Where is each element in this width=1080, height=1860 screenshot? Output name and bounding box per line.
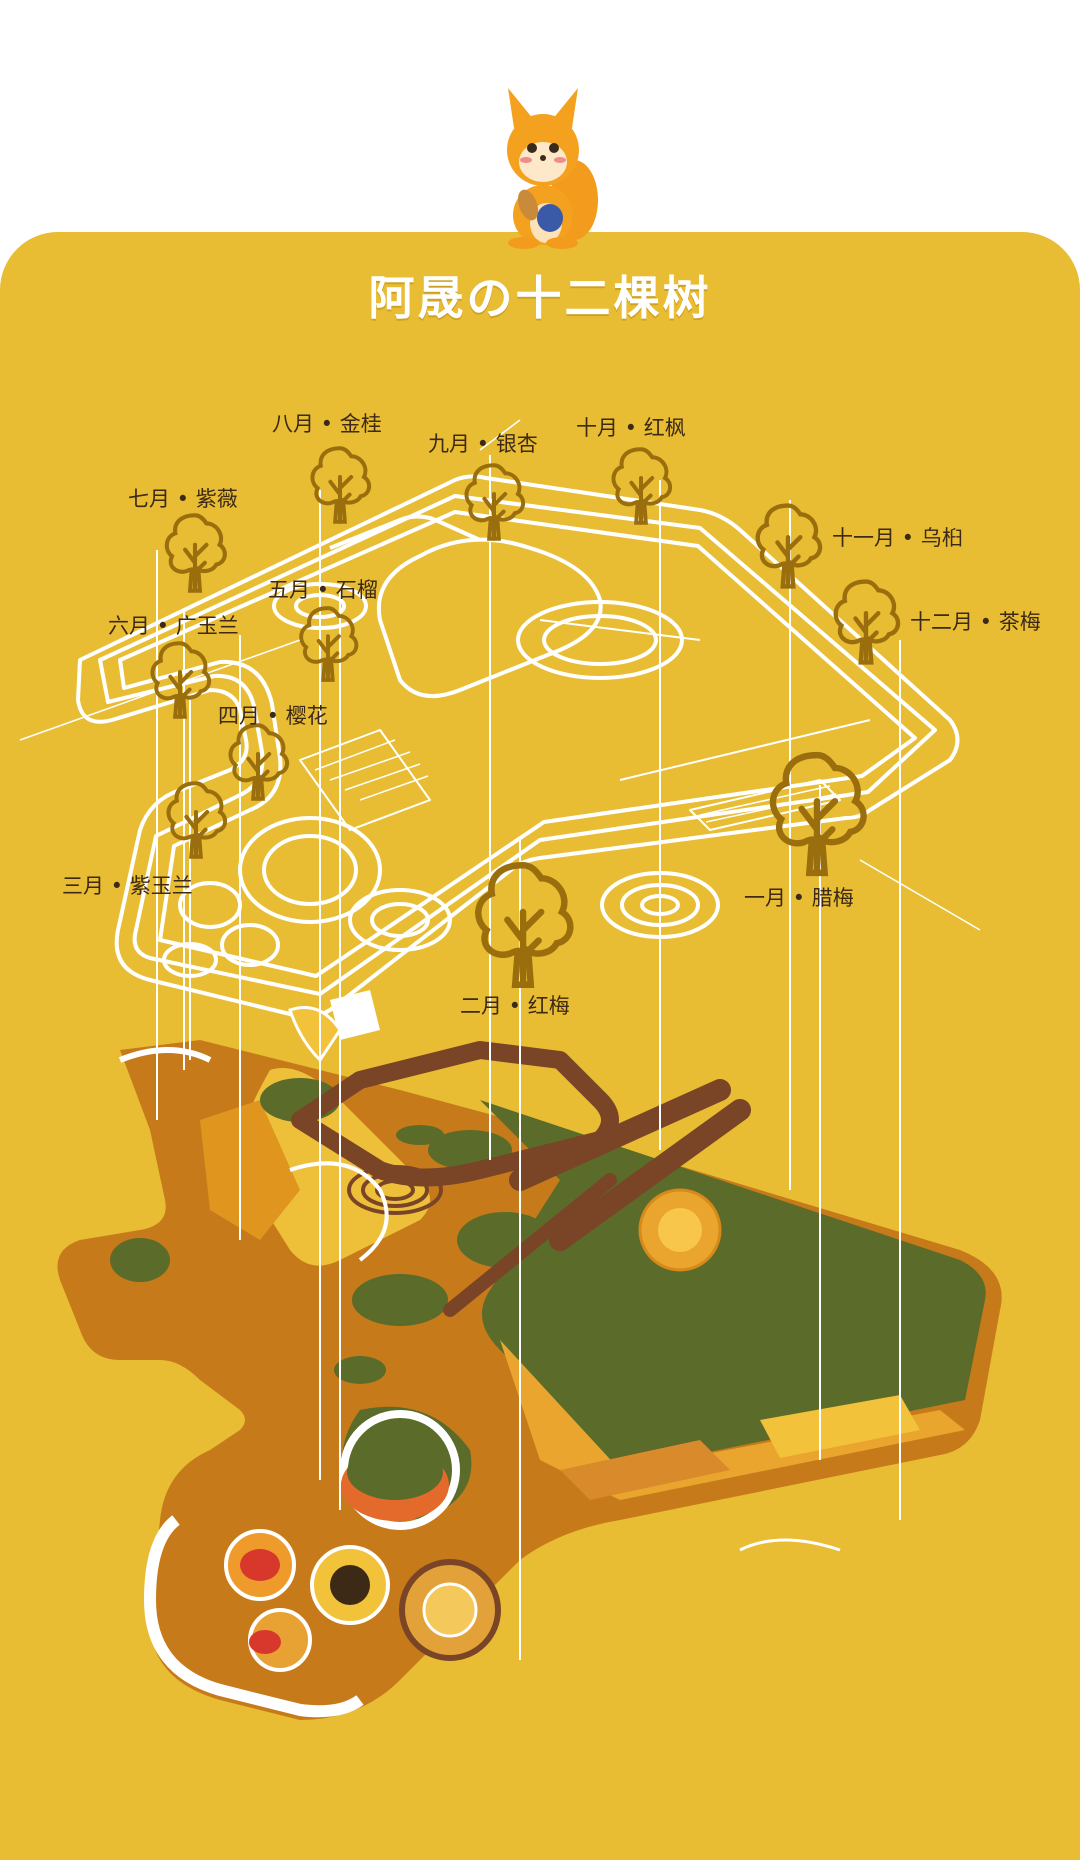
page-title: 阿晟の十二棵树 — [368, 271, 712, 325]
label-mar: 三月 • 紫玉兰 — [62, 874, 193, 898]
tree-icon-jul — [167, 515, 225, 590]
label-sep: 九月 • 银杏 — [428, 432, 538, 456]
label-nov: 十一月 • 乌桕 — [832, 526, 963, 550]
squirrel-mascot-icon — [507, 88, 598, 249]
label-feb: 二月 • 红梅 — [460, 994, 570, 1018]
tree-icon-feb — [478, 865, 570, 985]
colored-site-plan — [57, 990, 1002, 1720]
label-apr: 四月 • 樱花 — [218, 704, 328, 728]
label-jul: 七月 • 紫薇 — [128, 487, 238, 511]
label-may: 五月 • 石榴 — [268, 578, 378, 602]
label-oct: 十月 • 红枫 — [576, 416, 686, 440]
tree-icon-jan — [773, 755, 864, 873]
label-jan: 一月 • 腊梅 — [744, 886, 854, 910]
tree-icon-nov — [758, 506, 820, 587]
label-dec: 十二月 • 茶梅 — [910, 610, 1041, 634]
label-aug: 八月 • 金桂 — [272, 412, 382, 436]
tree-icon-may — [301, 608, 356, 680]
label-jun: 六月 • 广玉兰 — [108, 614, 239, 638]
tree-icon-oct — [613, 449, 670, 523]
